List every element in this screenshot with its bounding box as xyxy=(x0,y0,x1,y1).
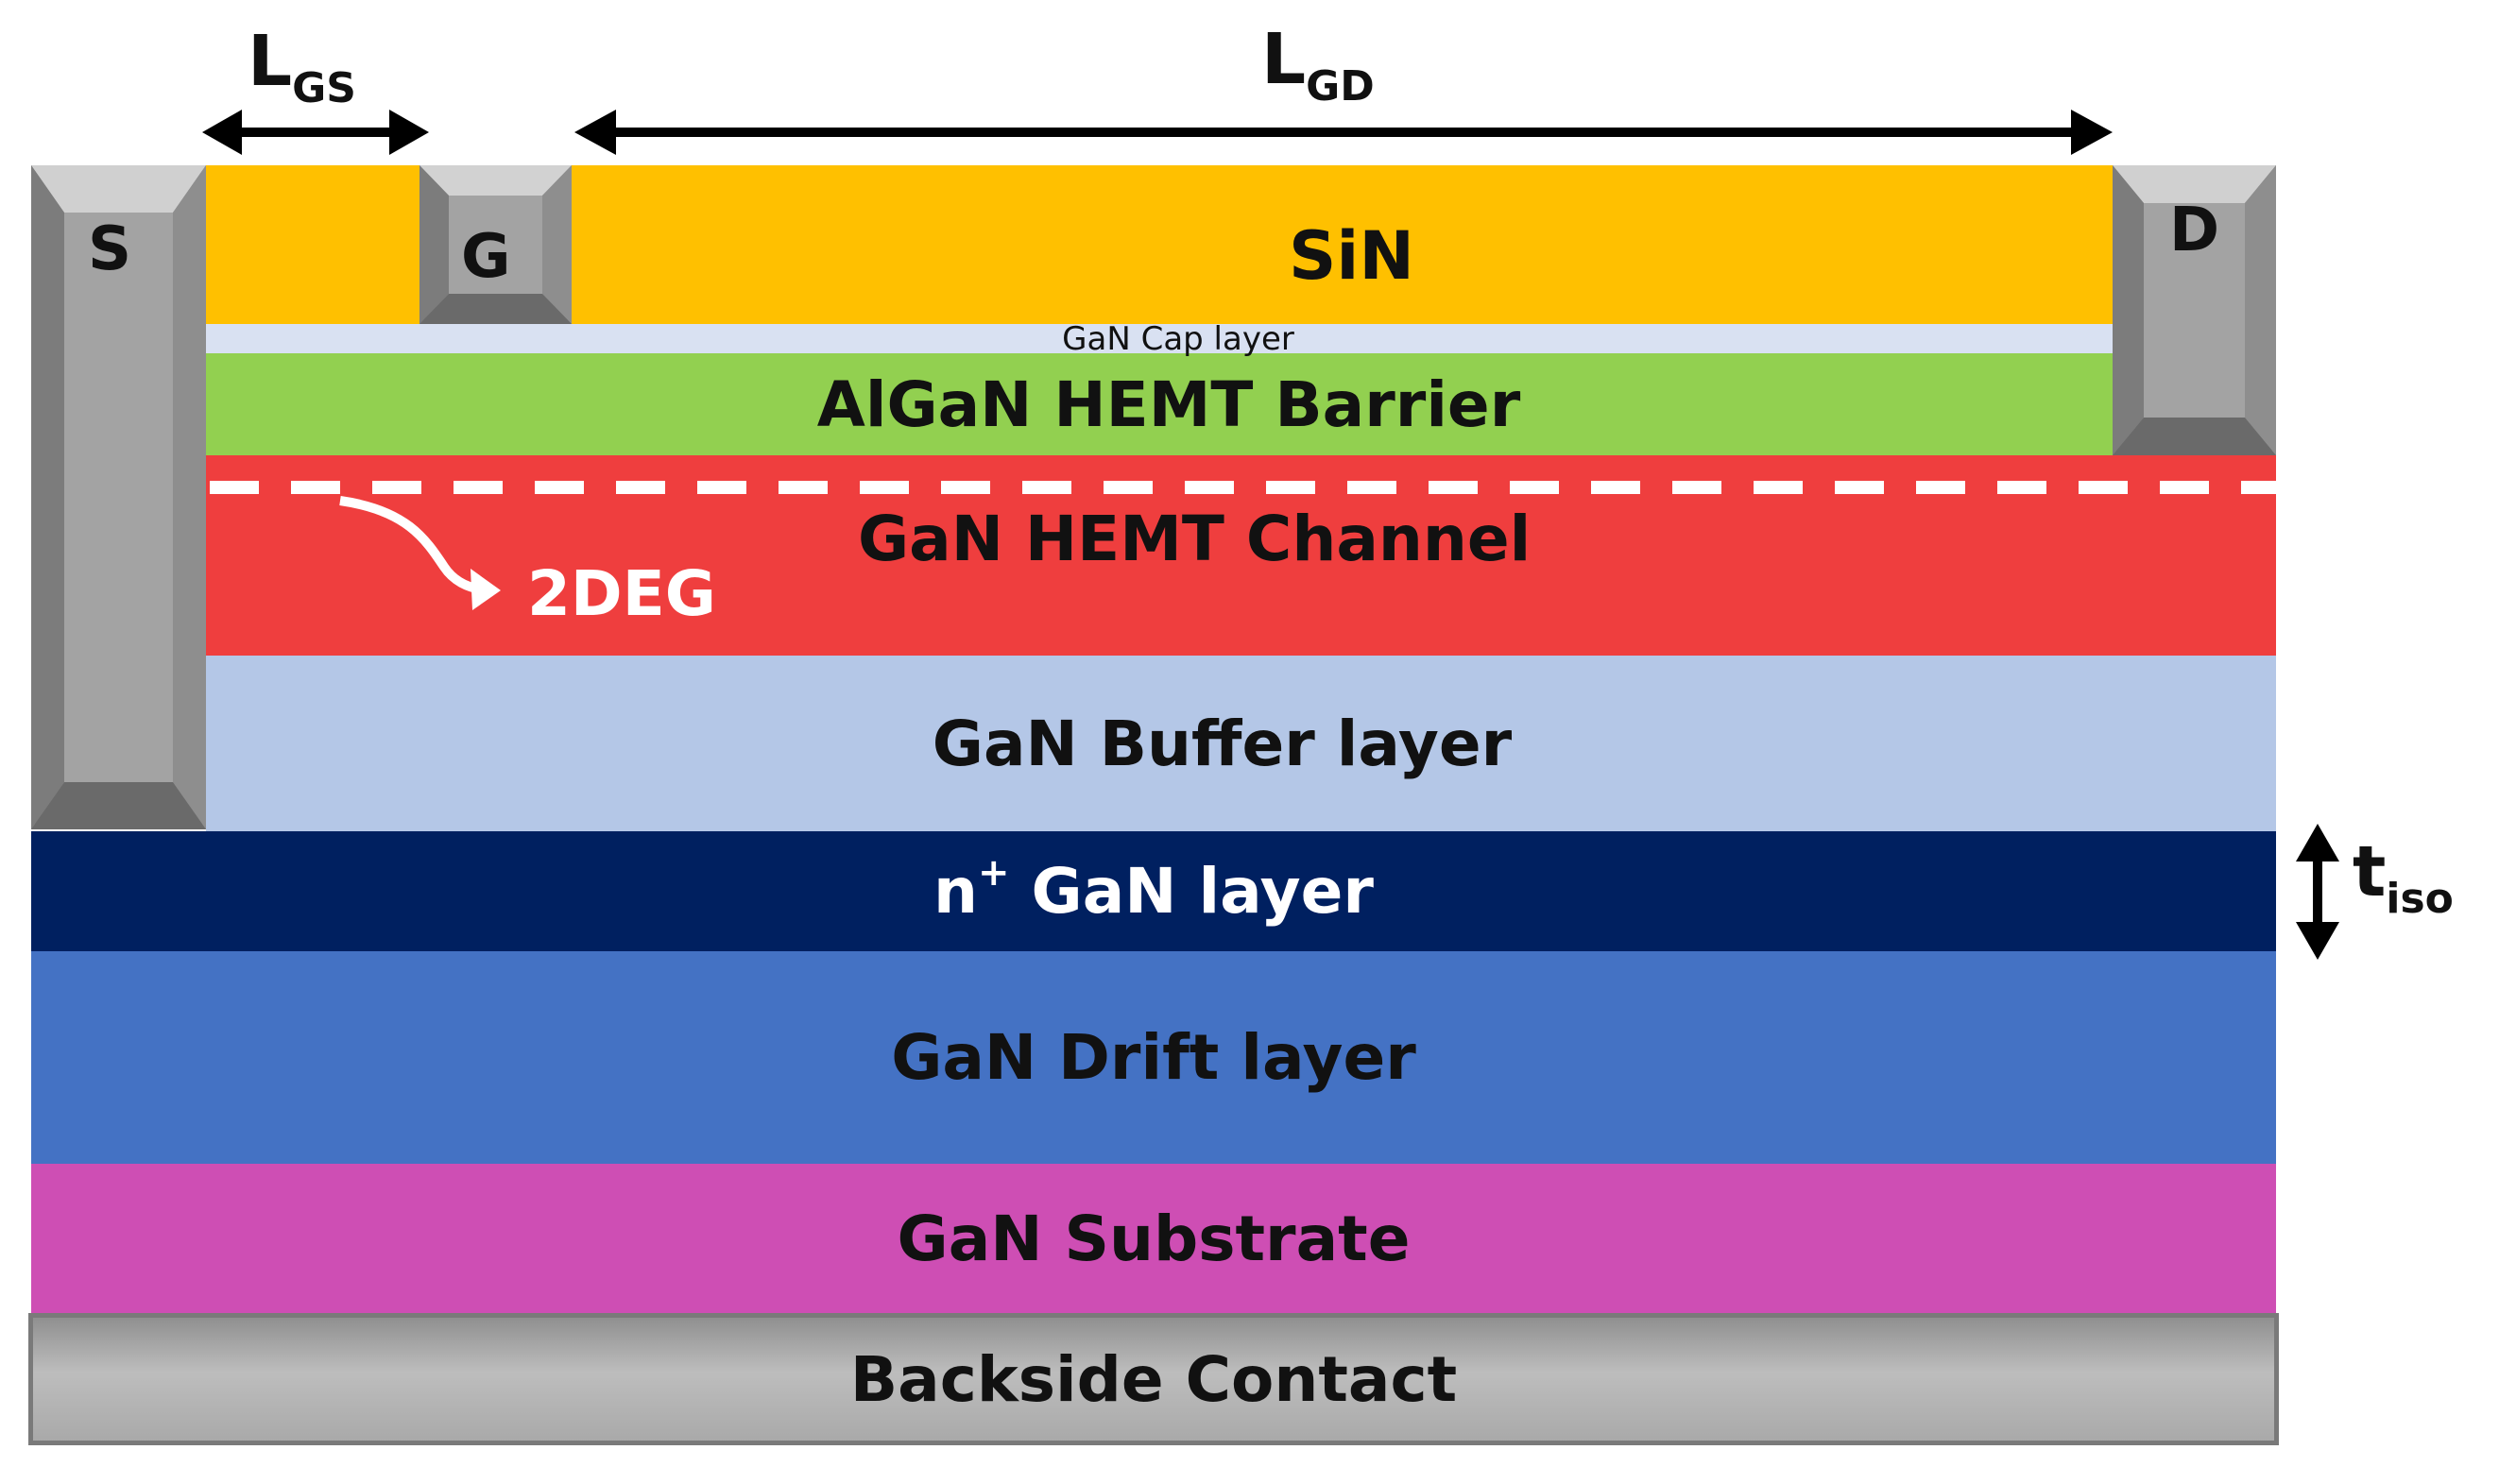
gate-bevel xyxy=(419,165,572,324)
two-deg-curved-arrow xyxy=(339,496,483,594)
lgs-label: LGS xyxy=(248,21,356,112)
gan-cap-label: GaN Cap layer xyxy=(1062,319,1294,358)
gan-buffer-layer: GaN Buffer layer xyxy=(206,656,2276,831)
tiso-sub-text: iso xyxy=(2386,875,2454,923)
nplus-gan-label: n+ GaN layer xyxy=(933,851,1374,928)
gan-hemt-channel-layer: GaN HEMT Channel 2DEG xyxy=(31,455,2276,656)
source-bevel xyxy=(31,165,206,829)
algan-barrier-layer: AlGaN HEMT Barrier xyxy=(206,353,2113,455)
tiso-arrowhead-top xyxy=(2296,824,2339,861)
gate-contact: G xyxy=(419,165,572,324)
nplus-gan-layer: n+ GaN layer xyxy=(31,831,2276,951)
two-deg-label: 2DEG xyxy=(527,557,716,630)
drain-contact: D xyxy=(2113,165,2276,455)
gan-drift-layer: GaN Drift layer xyxy=(31,951,2276,1164)
backside-contact-label: Backside Contact xyxy=(849,1342,1458,1416)
lgs-arrowhead-right xyxy=(389,110,429,155)
lgd-sub-text: GD xyxy=(1306,62,1375,111)
sin-left-block xyxy=(206,165,419,324)
lgd-label: LGD xyxy=(1261,19,1375,111)
gan-cap-layer: GaN Cap layer xyxy=(206,320,2113,358)
lgd-arrowhead-left xyxy=(574,110,616,155)
nplus-superscript: + xyxy=(978,851,1010,895)
drain-label: D xyxy=(2169,196,2220,265)
source-contact: S xyxy=(31,165,206,829)
gate-label: G xyxy=(461,222,511,292)
lgd-main-text: L xyxy=(1261,19,1307,100)
tiso-main-text: t xyxy=(2353,831,2387,913)
nplus-base-text: n xyxy=(933,855,979,928)
lgd-arrowhead-right xyxy=(2071,110,2113,155)
lgs-arrowhead-left xyxy=(202,110,242,155)
gan-substrate-label: GaN Substrate xyxy=(897,1202,1411,1275)
tiso-label: tiso xyxy=(2353,831,2454,923)
two-deg-arrowhead xyxy=(471,569,501,610)
sin-label: SiN xyxy=(1289,217,1414,295)
algan-barrier-label: AlGaN HEMT Barrier xyxy=(816,367,1521,441)
drain-bevel xyxy=(2113,165,2276,455)
nplus-rest-text: GaN layer xyxy=(1009,855,1374,928)
gan-buffer-label: GaN Buffer layer xyxy=(932,707,1513,780)
sin-passivation-layer: SiN xyxy=(572,165,2113,324)
lgs-main-text: L xyxy=(248,21,293,102)
gan-hemt-channel-label: GaN HEMT Channel xyxy=(858,503,1532,575)
source-label: S xyxy=(88,214,132,284)
tiso-arrowhead-bottom xyxy=(2296,922,2339,960)
lgs-sub-text: GS xyxy=(292,64,356,112)
backside-contact-layer: Backside Contact xyxy=(28,1313,2279,1445)
gan-drift-label: GaN Drift layer xyxy=(891,1021,1416,1094)
gan-substrate-layer: GaN Substrate xyxy=(31,1164,2276,1313)
